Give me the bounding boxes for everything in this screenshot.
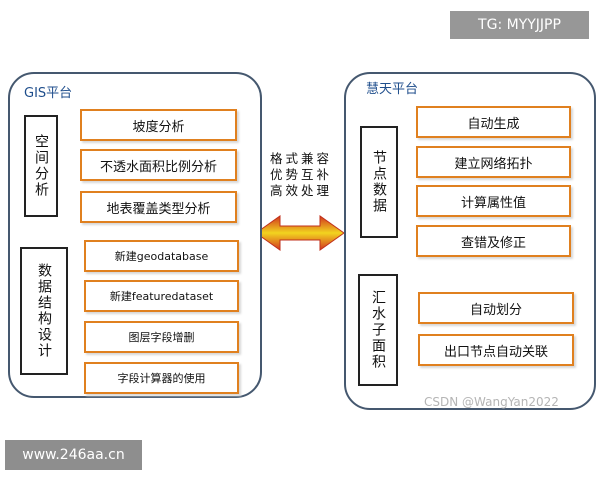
calc-attributes-box: 计算属性值 — [416, 185, 571, 217]
watermark-bottom: www.246aa.cn — [5, 440, 142, 470]
watermark-top: TG: MYYJJPP — [450, 11, 589, 39]
center-line-3: 高效处理 — [269, 183, 332, 198]
center-line-1: 格式兼容 — [269, 151, 332, 166]
data-structure-category: 数据结构设计 — [20, 247, 68, 375]
watermark-csdn: CSDN @WangYan2022 — [424, 395, 559, 409]
build-topology-box: 建立网络拓扑 — [416, 146, 571, 178]
impervious-ratio-box: 不透水面积比例分析 — [80, 149, 237, 181]
gis-platform-title: GIS平台 — [24, 86, 73, 101]
layer-field-edit-box: 图层字段增删 — [84, 321, 239, 353]
center-line-2: 优势互补 — [269, 167, 332, 182]
new-geodatabase-box: 新建geodatabase — [84, 240, 239, 272]
huitian-platform-title: 慧天平台 — [366, 82, 419, 97]
spatial-analysis-category: 空间分析 — [24, 115, 58, 217]
slope-analysis-box: 坡度分析 — [80, 109, 237, 141]
new-featuredataset-box: 新建featuredataset — [84, 280, 239, 312]
outlet-node-link-box: 出口节点自动关联 — [418, 334, 574, 366]
catchment-category: 汇水子面积 — [358, 274, 398, 386]
check-fix-box: 查错及修正 — [416, 225, 571, 257]
land-cover-analysis-box: 地表覆盖类型分析 — [80, 191, 237, 223]
field-calculator-box: 字段计算器的使用 — [84, 362, 239, 394]
center-caption: 格式兼容 优势互补 高效处理 — [261, 151, 341, 199]
auto-partition-box: 自动划分 — [418, 292, 574, 324]
node-data-category: 节点数据 — [360, 126, 398, 238]
auto-generate-box: 自动生成 — [416, 106, 571, 138]
double-arrow-icon — [255, 215, 345, 251]
